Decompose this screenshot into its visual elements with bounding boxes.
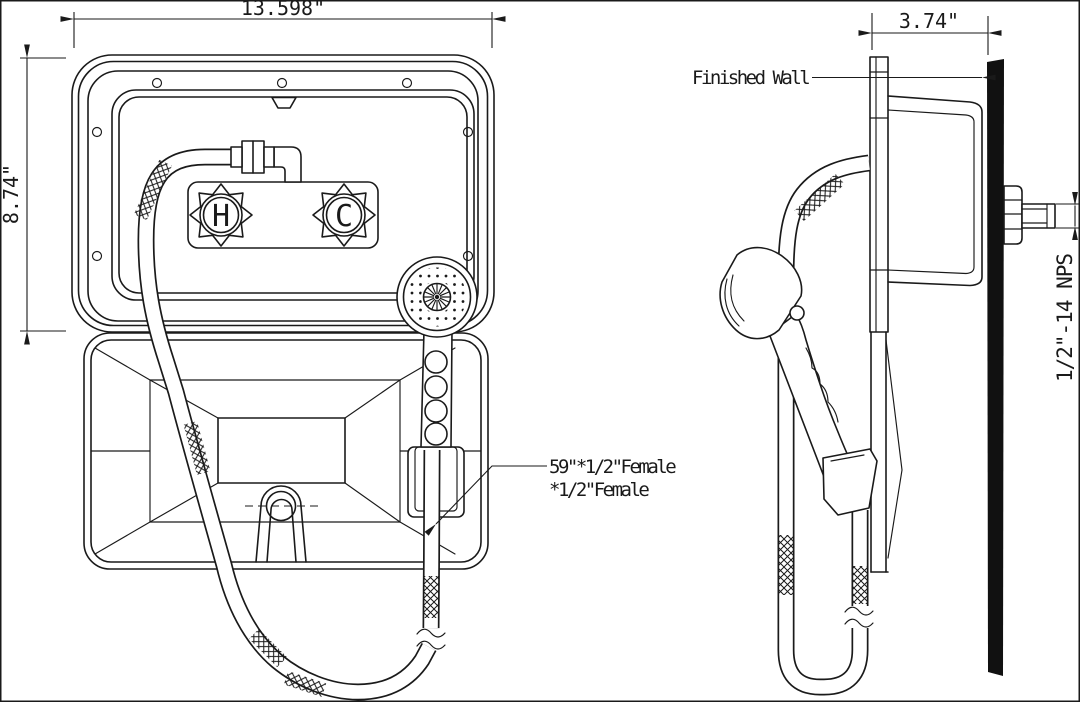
hose-hook <box>245 485 318 563</box>
hose-break-symbol <box>416 628 446 650</box>
shower-hose-front <box>133 148 446 701</box>
hose-note-line2: *1/2"Female <box>549 479 649 501</box>
recessed-panel <box>217 417 346 484</box>
holder-side <box>822 448 878 516</box>
spray-center-starburst <box>423 283 451 311</box>
cold-knob: C <box>312 183 376 247</box>
hose-note-line1: 59"*1/2"Female <box>549 456 676 478</box>
finished-wall-callout: Finished Wall <box>692 67 996 89</box>
elbow-pipe <box>273 146 302 183</box>
hose-crosshatch <box>133 159 173 221</box>
shower-box-lid <box>111 89 475 301</box>
hose-crosshatch <box>283 671 327 697</box>
shower-head-side <box>719 246 878 516</box>
side-view: 3.74" Finished Wall 1/2"-14 NPS <box>692 9 1079 696</box>
height-dimension-label: 8.74" <box>0 164 23 224</box>
mounting-screw-holes <box>91 77 474 262</box>
valve-assembly: H C <box>187 181 379 249</box>
mounting-flange-side <box>869 56 889 333</box>
box-body-side <box>887 95 983 287</box>
thread-spec-label: 1/2"-14 NPS <box>1053 254 1077 382</box>
hose-crosshatch <box>183 421 211 475</box>
depth-dimension: 3.74" <box>858 9 1002 55</box>
height-dimension: 8.74" <box>0 44 66 345</box>
hose-break-symbol <box>844 606 874 628</box>
hose-crosshatch <box>248 628 288 668</box>
shower-box-frame <box>71 54 495 333</box>
width-dimension: 13.598" <box>60 0 506 48</box>
hose-crosshatch <box>424 576 439 618</box>
handle-button <box>789 305 805 321</box>
finished-wall <box>987 59 1004 676</box>
shower-hose-side <box>777 154 874 696</box>
cold-knob-label: C <box>335 199 353 234</box>
shower-head-profile <box>719 246 803 340</box>
hose-crosshatch <box>853 566 867 604</box>
hose-crosshatch <box>779 535 793 595</box>
hose-note: 59"*1/2"Female *1/2"Female <box>424 456 679 536</box>
hose-crosshatch <box>794 173 845 221</box>
thread-spec-dimension: 1/2"-14 NPS <box>1053 192 1079 382</box>
width-dimension-label: 13.598" <box>241 0 325 20</box>
supply-fitting <box>230 140 302 183</box>
shower-head-front <box>396 256 478 448</box>
finished-wall-label: Finished Wall <box>692 67 809 89</box>
nps-inlet-fitting <box>1003 185 1056 245</box>
lower-housing-side <box>870 331 903 573</box>
hot-knob-label: H <box>212 199 230 234</box>
lid-latch-notch <box>271 96 297 109</box>
depth-dimension-label: 3.74" <box>899 9 959 33</box>
hot-knob: H <box>189 183 253 247</box>
front-view: H C <box>0 0 679 701</box>
